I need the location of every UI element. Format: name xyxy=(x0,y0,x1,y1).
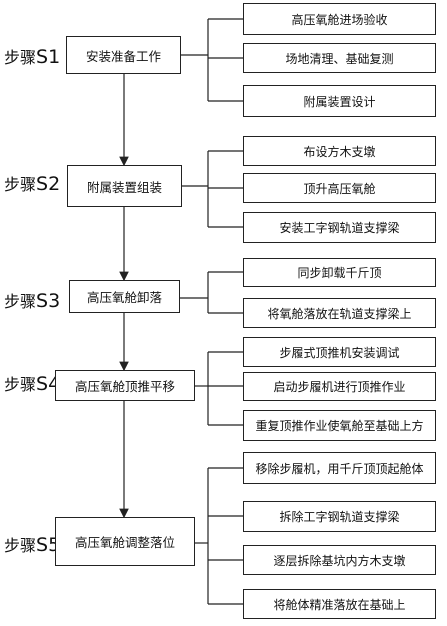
sub-box: 启动步履机进行顶推作业 xyxy=(243,372,436,401)
step-number: S4 xyxy=(36,373,61,395)
sub-box: 顶升高压氧舱 xyxy=(243,173,436,203)
sub-box: 将舱体精准落放在基础上 xyxy=(243,589,436,619)
step-prefix: 步骤 xyxy=(4,175,37,194)
step-number: S1 xyxy=(36,46,61,68)
sub-box: 拆除工字钢轨道支撑梁 xyxy=(243,501,436,532)
step-number: S5 xyxy=(36,534,61,556)
step-label-s5: 步骤S5 xyxy=(4,532,60,556)
main-box-s5: 高压氧舱调整落位 xyxy=(55,517,195,566)
step-prefix: 步骤 xyxy=(4,375,37,394)
sub-box: 重复顶推作业使氧舱至基础上方 xyxy=(243,410,436,441)
sub-box: 场地清理、基础复测 xyxy=(243,43,436,73)
step-prefix: 步骤 xyxy=(4,292,37,311)
sub-box: 同步卸载千斤顶 xyxy=(243,258,436,287)
main-box-s2: 附属装置组装 xyxy=(67,165,182,207)
step-label-s1: 步骤S1 xyxy=(4,44,60,68)
sub-box: 逐层拆除基坑内方木支墩 xyxy=(243,545,436,575)
sub-box: 将氧舱落放在轨道支撑梁上 xyxy=(243,298,436,328)
main-box-s1: 安装准备工作 xyxy=(66,36,181,74)
sub-box: 布设方木支墩 xyxy=(243,136,436,166)
sub-box: 高压氧舱进场验收 xyxy=(243,3,436,35)
sub-box: 附属装置设计 xyxy=(243,85,436,117)
main-box-s4: 高压氧舱顶推平移 xyxy=(55,370,195,401)
step-prefix: 步骤 xyxy=(4,536,37,555)
step-label-s4: 步骤S4 xyxy=(4,371,60,395)
sub-box: 移除步履机，用千斤顶顶起舱体 xyxy=(243,452,436,484)
sub-box: 安装工字钢轨道支撑梁 xyxy=(243,212,436,243)
step-label-s3: 步骤S3 xyxy=(4,288,60,312)
main-box-s3: 高压氧舱卸落 xyxy=(69,280,180,313)
step-label-s2: 步骤S2 xyxy=(4,171,60,195)
step-prefix: 步骤 xyxy=(4,48,37,67)
step-number: S3 xyxy=(36,290,61,312)
step-number: S2 xyxy=(36,173,61,195)
sub-box: 步履式顶推机安装调试 xyxy=(243,337,436,367)
